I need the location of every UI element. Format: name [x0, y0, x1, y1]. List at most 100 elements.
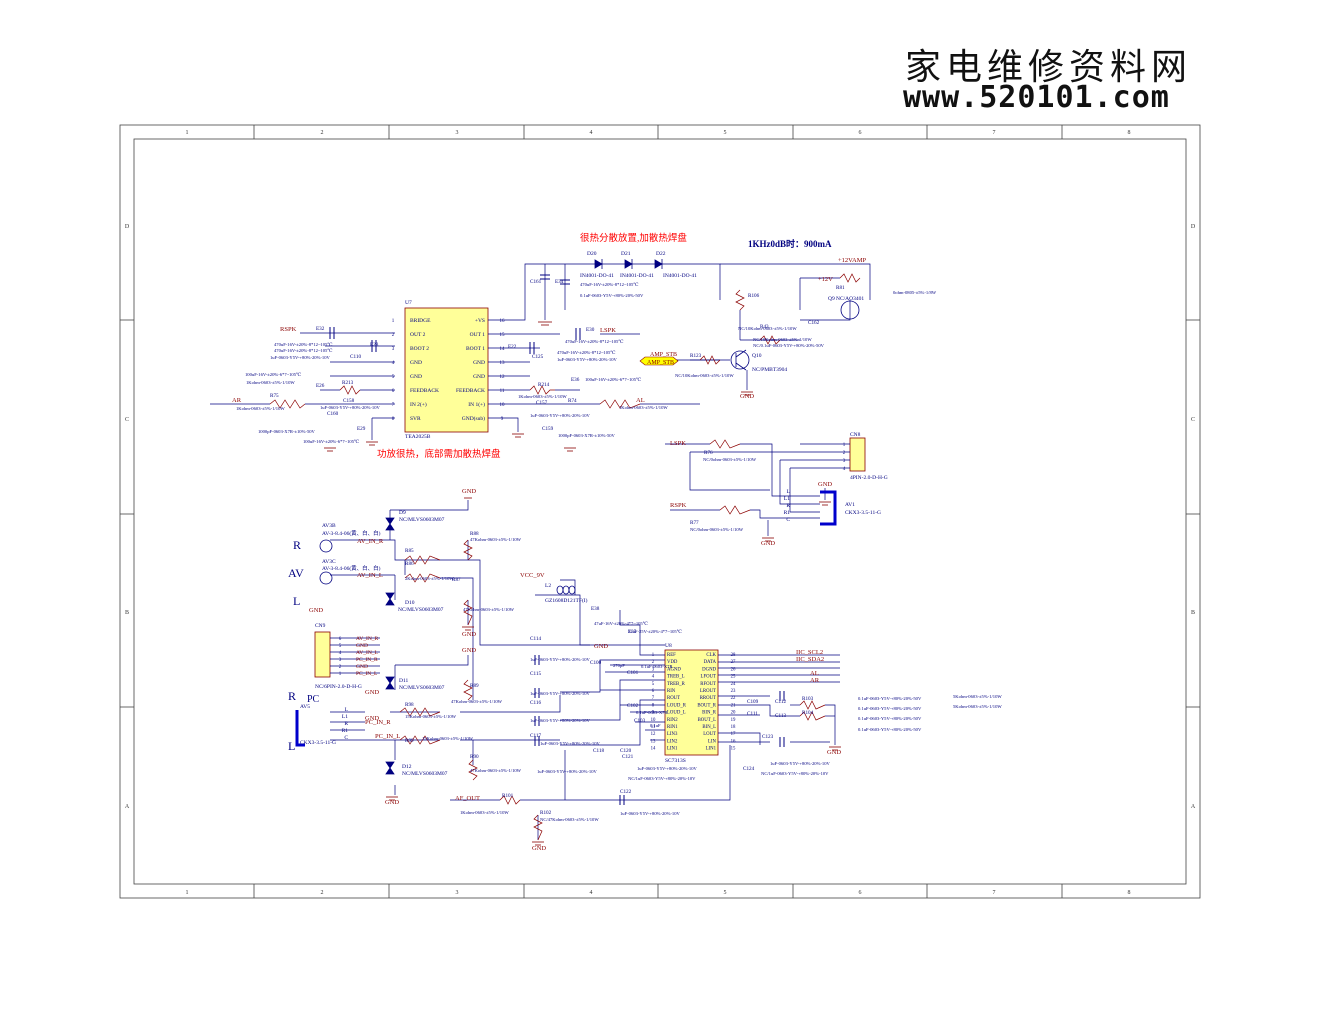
q10-ref: Q10	[752, 353, 762, 359]
c157-ref: C157	[536, 400, 548, 406]
c159-value: 1000pF-0603-X7R-±10%-50V	[558, 433, 616, 438]
c102-ref: C102	[627, 703, 639, 709]
c160-ref: C160	[327, 411, 339, 417]
u7-pin-num-8: 8	[392, 417, 395, 422]
u8-pin-num-24: 24	[731, 682, 736, 687]
u7-pin-name-15: OUT 1	[470, 332, 486, 338]
frame-row-right-D: D	[1191, 224, 1196, 230]
av1-ref: AV1	[845, 502, 855, 508]
av5-pin-L: L	[345, 707, 349, 713]
e34-ref: E34	[555, 279, 564, 285]
frame-row-left-D: D	[125, 224, 130, 230]
av1-pin-R1: R1	[784, 510, 791, 516]
ground-symbols	[324, 321, 841, 846]
u8-pin-num-20: 20	[731, 711, 736, 716]
r104-ref: R104	[802, 710, 814, 716]
net-al2: AL	[810, 670, 819, 677]
amp-stb-flag-text: AMP_STB	[647, 360, 674, 366]
r85-ref: R85	[405, 548, 414, 554]
c158-value: 1uF-0603-Y5V-+80%-20%-10V	[320, 405, 381, 410]
r77-value: NC/0ohm-0603-±5%-1/10W	[690, 527, 744, 532]
frame-col-top-2: 2	[321, 130, 324, 136]
u7-pin-name-8: SVR	[410, 416, 421, 422]
gnd-4: GND	[385, 799, 399, 806]
u8-pin-name-13: LIN2	[667, 739, 678, 744]
u8-pin-num-6: 6	[652, 689, 655, 694]
u7-pin-name-5: GND	[410, 374, 422, 380]
r76-ref: R76	[704, 450, 713, 456]
u8-pin-name-18: BIN_L	[702, 725, 716, 730]
net-lspk2: LSPK	[670, 440, 686, 447]
gnd-13: GND	[309, 607, 323, 614]
av5-part: CKX3-3.5-11-G	[300, 740, 336, 746]
label-l-av: L	[293, 594, 300, 608]
r89-value: 47Kohm-0603-±5%-1/10W	[451, 699, 503, 704]
c124-ref: C124	[743, 766, 755, 772]
net-p12: +12V	[818, 276, 833, 283]
u8-pin-name-16: LIN	[708, 739, 717, 744]
r74-ref: R74	[568, 398, 577, 404]
u8-pin-name-19: BOUT_L	[698, 718, 716, 723]
u7-pin-num-15: 15	[500, 333, 506, 338]
r87-value: 47Kohm-0603-±5%-1/10W	[463, 607, 515, 612]
e35-ref: E35	[628, 629, 637, 635]
c100-value: 270pF	[613, 663, 625, 668]
c120-ref: C120	[620, 748, 632, 754]
net-av-in-l: AV_IN_L	[357, 572, 383, 579]
cn9-pin-net-1: PC_IN_L	[356, 671, 378, 677]
cn8-pin-num-2: 2	[843, 451, 846, 456]
c117-ref: C117	[530, 733, 541, 739]
u7-pin-name-13: GND	[473, 360, 485, 366]
c125-value: 1uF-0603-Y5V-+80%-20%-10V	[557, 357, 618, 362]
c103-ref: C103	[634, 718, 646, 724]
av3c-part: AV-3-8.4-06(黄、白、白)	[322, 564, 381, 572]
net-rspk2: RSPK	[670, 502, 687, 509]
gnd-8: GND	[761, 540, 775, 547]
u8-pin-name-6: RIN	[667, 689, 676, 694]
r106-value: NC/10Kohm-0603-±5%-1/10W	[738, 326, 797, 331]
u8-pin-name-28: CLK	[706, 653, 716, 658]
d11-part: NC/MLVS0603M07	[399, 685, 445, 691]
u8-pin-name-8: LOUD_R	[667, 703, 687, 708]
r101-value: 1Kohm-0603-±5%-1/10W	[460, 810, 509, 815]
u8-pin-name-17: LOUT	[703, 732, 716, 737]
r123-value: NC/10Kohm-0603-±5%-1/10W	[675, 373, 734, 378]
r99-ref: R99	[405, 738, 414, 744]
r102-value: NC/47Kohm-0603-±5%-1/10W	[540, 817, 599, 822]
frame-col-bottom-5: 5	[724, 890, 727, 896]
r77-ref: R77	[690, 520, 699, 526]
gnd-6: GND	[827, 749, 841, 756]
d10-ref: D10	[405, 600, 415, 606]
e32-value: 470uF-16V-±20%-8*12~105℃	[274, 342, 332, 347]
gnd-12: GND	[365, 715, 379, 722]
net-av-in-r: AV_IN_R	[357, 538, 384, 545]
gnd-1: GND	[462, 488, 476, 495]
u7-pin-num-3: 3	[392, 347, 395, 352]
gnd-7: GND	[740, 393, 754, 400]
c123-value: 1uF-0603-Y5V-+80%-20%-10V	[770, 761, 831, 766]
capacitor-symbols	[329, 274, 785, 805]
u8-pin-num-1: 1	[652, 653, 655, 658]
u7-pin-num-1: 1	[392, 319, 395, 324]
r98-value: 15Kohm-0603-±5%-1/10W	[405, 714, 457, 719]
av5-pin-C: C	[344, 735, 348, 741]
e34-value: 470uF-16V-±20%-8*12~105℃	[580, 282, 638, 287]
r104-value: 5Kohm-0603-±5%-1/10W	[953, 704, 1002, 709]
u7-pin-name-10: IN 1(+)	[468, 401, 485, 408]
frame-col-bottom-2: 2	[321, 890, 324, 896]
r90-value: 47Kohm-0603-±5%-1/10W	[470, 768, 522, 773]
u8-pin-name-20: BIN_R	[702, 711, 717, 716]
u8-body	[664, 649, 719, 756]
frame-col-top-7: 7	[993, 130, 996, 136]
u8-pin-num-23: 23	[731, 689, 736, 694]
c118-ref: C118	[593, 748, 604, 754]
c102-value: 0.1uF-0603-X7R	[636, 710, 668, 715]
u8-pin-num-8: 8	[652, 703, 655, 708]
speaker-jack-bars	[295, 490, 837, 747]
u7-pin-num-5: 5	[392, 375, 395, 380]
amp-stb-flag: AMP_STB AMP_STB	[639, 352, 679, 366]
u7-pin-num-9: 9	[501, 417, 504, 422]
label-av: AV	[288, 566, 304, 580]
u8-pin-num-5: 5	[652, 682, 655, 687]
